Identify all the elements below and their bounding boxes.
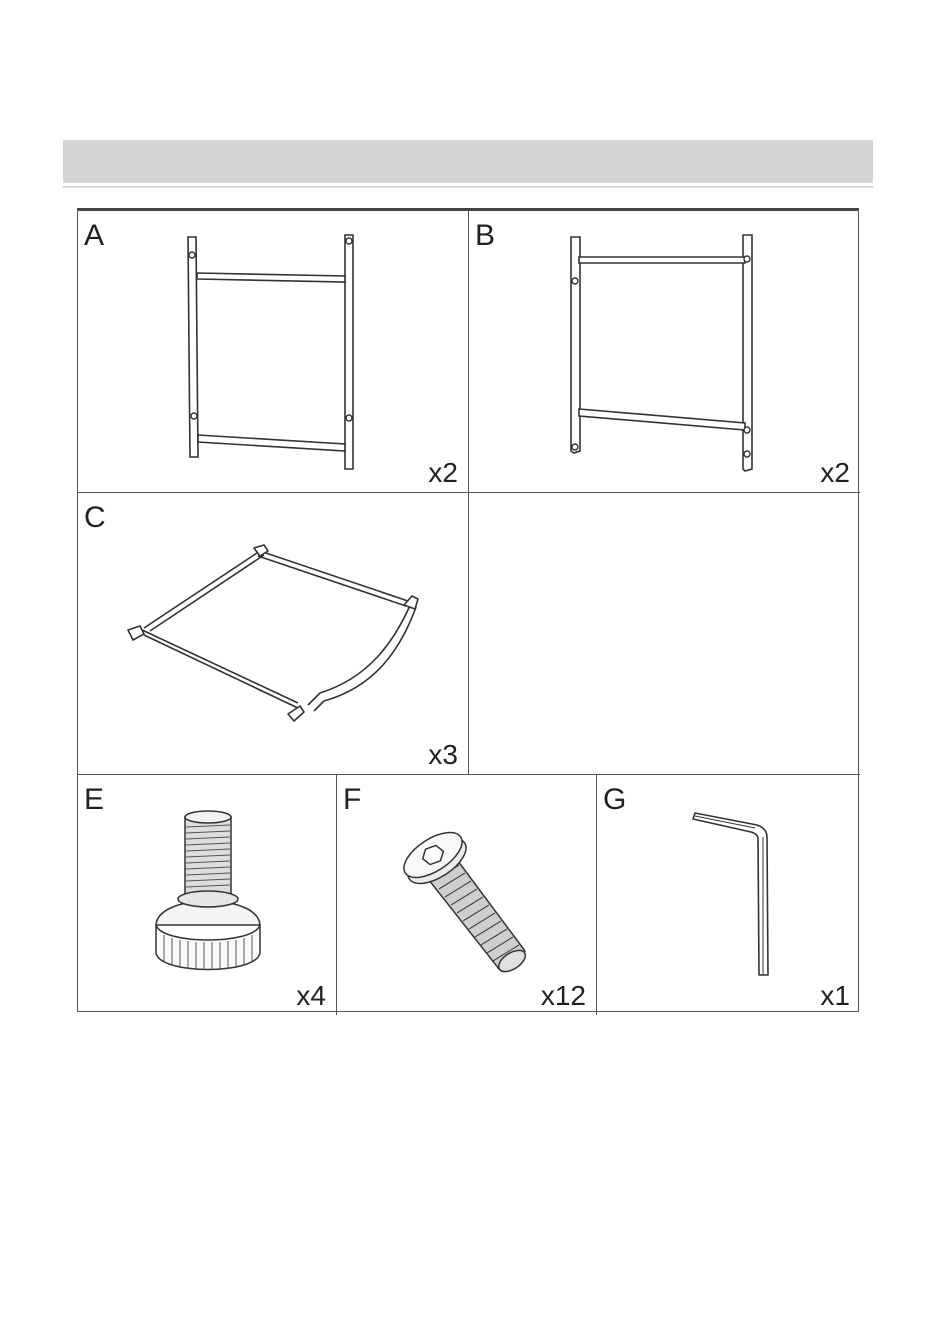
shelf-frame-icon (78, 493, 469, 775)
part-cell-a: A x2 (78, 211, 469, 493)
part-quantity: x4 (296, 981, 326, 1011)
part-cell-c: C (78, 493, 469, 775)
part-quantity: x3 (428, 740, 458, 770)
section-header-band (63, 140, 873, 183)
allen-key-icon (597, 775, 860, 1015)
hex-bolt-icon (337, 775, 597, 1015)
parts-grid: A x2 B (77, 208, 859, 1012)
part-cell-b: B x2 (469, 211, 860, 493)
part-cell-g: G x1 (597, 775, 860, 1015)
empty-cell (469, 493, 860, 775)
side-frame-a-icon (78, 211, 469, 493)
part-quantity: x1 (820, 981, 850, 1011)
part-quantity: x2 (428, 458, 458, 488)
part-cell-f: F (337, 775, 597, 1015)
part-cell-e: E (78, 775, 337, 1015)
part-quantity: x2 (820, 458, 850, 488)
adjustable-foot-icon (78, 775, 337, 1015)
side-frame-b-icon (469, 211, 860, 493)
part-quantity: x12 (541, 981, 586, 1011)
section-header-rule (63, 186, 873, 188)
